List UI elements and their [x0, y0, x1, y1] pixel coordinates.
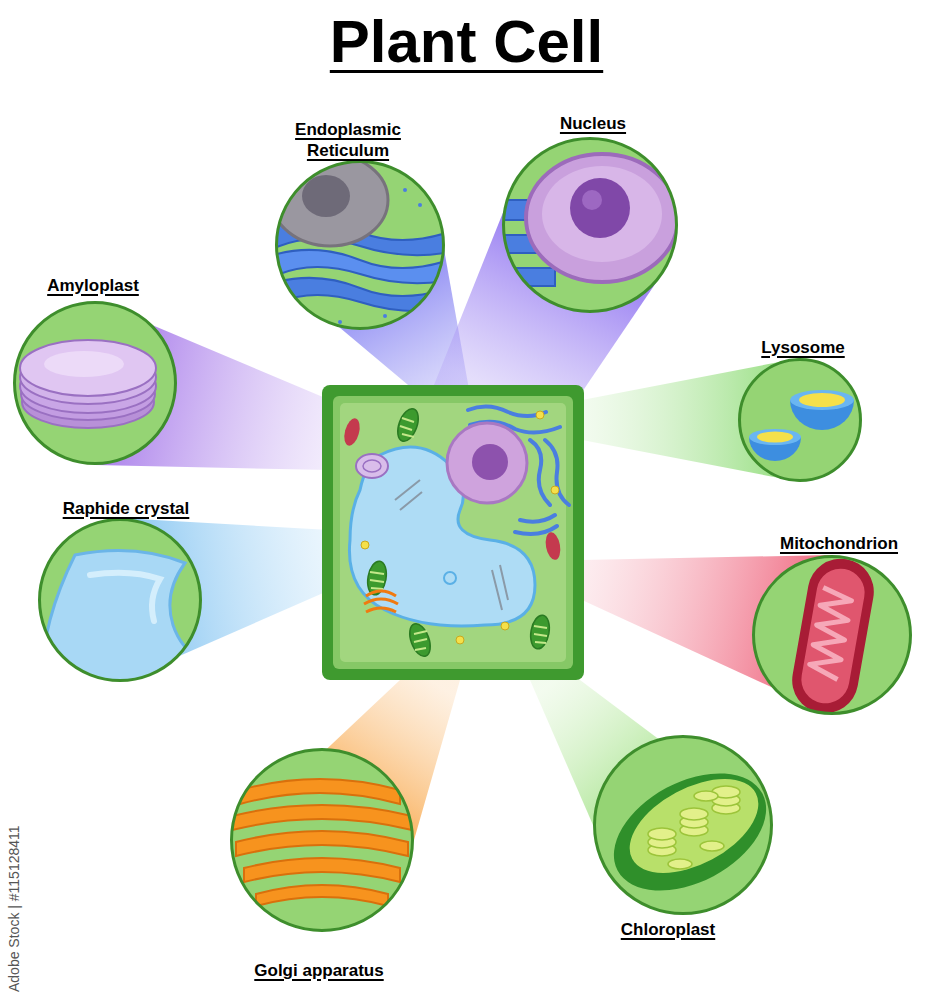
organelle-circle: Amyloplast	[13, 301, 177, 465]
organelle-label: Amyloplast	[45, 276, 141, 296]
diagram-title: Plant Cell	[330, 6, 603, 78]
organelle-circle: Chloroplast	[593, 735, 773, 915]
organelle-label: Golgi apparatus	[252, 961, 385, 981]
organelle-circle: Nucleus	[502, 137, 678, 313]
organelle-circle: Lysosome	[738, 358, 862, 482]
watermark: Adobe Stock | #115128411	[6, 825, 22, 992]
organelle-label: Raphide crystal	[61, 499, 192, 519]
organelle-circle: Endoplasmic Reticulum	[275, 160, 445, 330]
organelle-circle: Mitochondrion	[752, 555, 912, 715]
organelle-label: Mitochondrion	[778, 534, 900, 554]
organelle-label: Endoplasmic Reticulum	[271, 120, 425, 161]
organelle-label: Chloroplast	[619, 920, 717, 940]
organelle-circle: Golgi apparatus	[230, 748, 414, 932]
organelle-label: Lysosome	[759, 338, 846, 358]
title-band: Plant Cell	[0, 6, 933, 78]
organelle-label: Nucleus	[558, 114, 628, 134]
organelle-circle: Raphide crystal	[38, 518, 202, 682]
